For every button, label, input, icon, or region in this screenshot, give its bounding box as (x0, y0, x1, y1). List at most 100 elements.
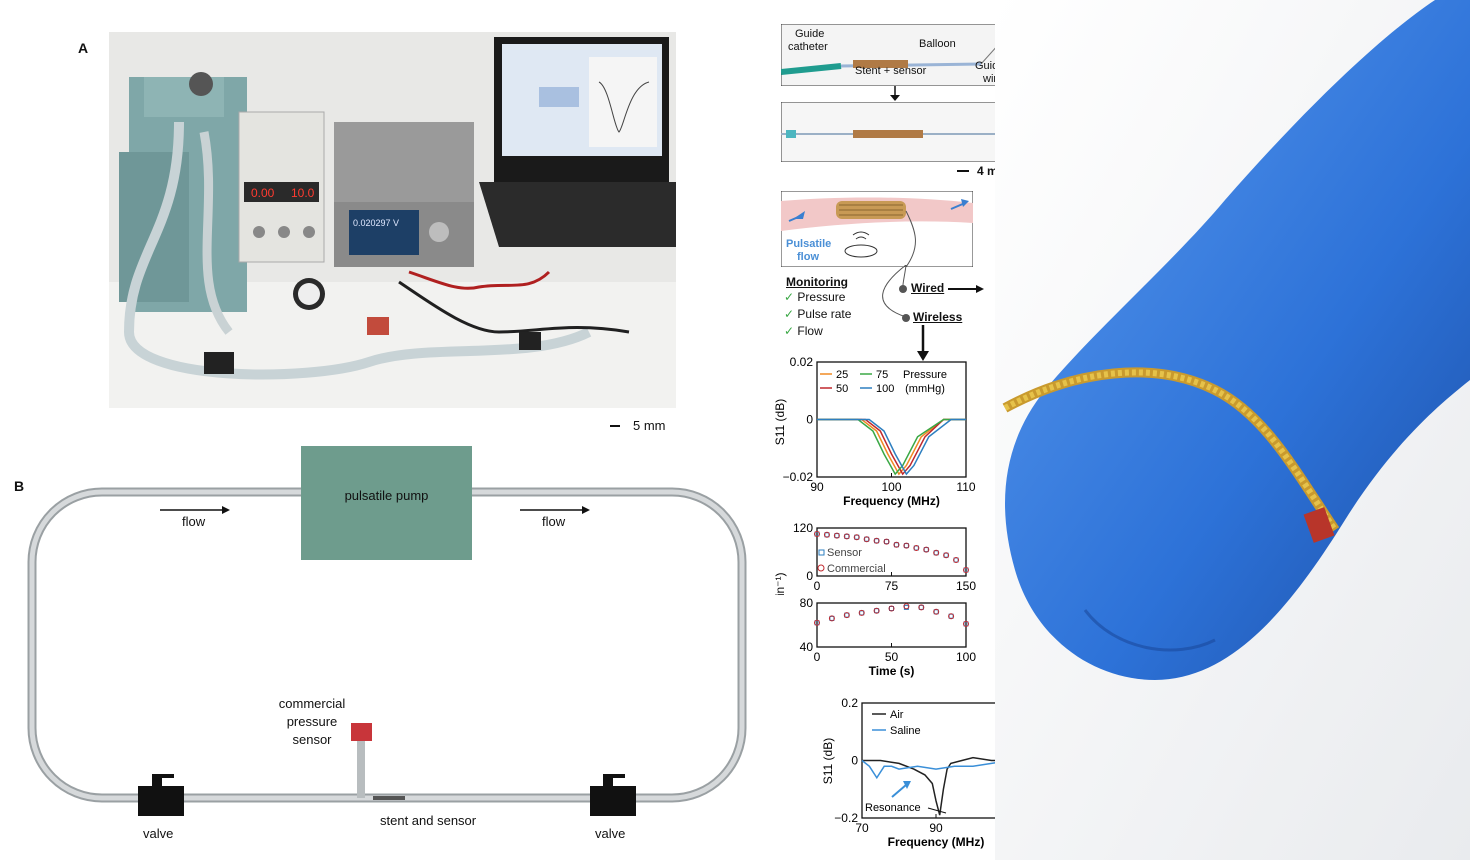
scale-bar-line (610, 425, 620, 427)
x-axis-label: Frequency (MHz) (843, 494, 940, 508)
data-point (814, 619, 820, 626)
data-point (933, 608, 940, 615)
check-icon: ✓ (784, 290, 795, 304)
data-point (883, 538, 890, 545)
series-line (817, 418, 966, 476)
stent-marker (373, 796, 405, 800)
y-axis-label: S11 (dB) (773, 399, 787, 445)
panel-a-photo: 0.00 10.0 0.020297 V (109, 32, 676, 408)
legend-swatch (817, 564, 825, 572)
vessel-schematic (781, 191, 973, 267)
catheter-arrow (890, 86, 900, 101)
wireless-label: Wireless (913, 310, 963, 324)
stent-sensor-photo-label: Stent + sensor (855, 65, 927, 77)
valve-left-icon (138, 774, 184, 816)
data-point (858, 609, 865, 616)
x-tick-label: 50 (885, 650, 899, 664)
series-line (862, 756, 1010, 816)
monitoring-item-label: Pulse rate (797, 307, 852, 321)
guide-catheter-label-1: Guide (795, 28, 825, 40)
generator-display: 0.020297 V (353, 218, 399, 228)
x-tick-label: 110 (956, 480, 975, 494)
sensor-label-line-3: sensor (292, 732, 332, 747)
legend-label: Air (890, 709, 904, 721)
laptop-photo (479, 37, 676, 247)
data-point (963, 620, 969, 627)
y-tick-label: 0.2 (841, 696, 858, 710)
flow-loop-diagram (27, 446, 747, 816)
y-tick-label: 120 (793, 521, 813, 535)
monitoring-title: Monitoring (786, 275, 848, 289)
catheter-photo-top (781, 24, 1008, 86)
sensor-label-line-2: pressure (286, 714, 338, 729)
monitoring-item-pulse-rate: ✓ Pulse rate (784, 307, 851, 321)
valve-right-label: valve (595, 826, 626, 841)
x-tick-label: 70 (855, 821, 869, 835)
sensor-stalk (357, 736, 365, 798)
check-icon: ✓ (784, 307, 795, 321)
legend-label: 25 (836, 369, 848, 381)
legend-label: 50 (836, 383, 848, 395)
psu-display-right: 10.0 (291, 186, 315, 200)
data-point (863, 536, 870, 543)
x-tick-label: 100 (956, 650, 976, 664)
y-tick-label: 80 (800, 596, 814, 610)
data-point (963, 567, 969, 573)
flow-label-right: flow (542, 514, 566, 529)
legend-title: Pressure (903, 369, 947, 381)
check-icon: ✓ (784, 324, 795, 338)
y-tick-label: −0.02 (783, 470, 814, 484)
data-point (933, 549, 940, 556)
data-point (893, 541, 900, 548)
data-point (843, 612, 850, 619)
panel-a-scale-bar: 5 mm (610, 418, 670, 433)
y-tick-label: 40 (800, 640, 814, 654)
x-tick-label: 75 (885, 579, 899, 593)
x-tick-label: 100 (881, 480, 901, 494)
pulsatile-label-1: Pulsatile (786, 238, 832, 250)
series-line (861, 759, 1011, 780)
panel-b-letter: B (14, 478, 25, 494)
x-tick-label: 90 (810, 480, 824, 494)
stent-sensor-label: stent and sensor (380, 813, 477, 828)
x-axis-label: Frequency (MHz) (888, 835, 985, 849)
legend-label: 100 (876, 383, 894, 395)
monitoring-item-label: Flow (797, 324, 823, 338)
monitoring-item-label: Pressure (797, 290, 846, 304)
sensor-head (351, 723, 372, 741)
data-point (948, 613, 955, 620)
guide-catheter-label-2: catheter (788, 41, 828, 53)
series-line (817, 418, 966, 476)
balloon-label: Balloon (919, 38, 956, 50)
chart-pulse-rate-long: 0751501200Pulse rate (min⁻¹)SensorCommer… (773, 521, 976, 595)
legend-label: Sensor (827, 547, 862, 559)
catheter-photo-bottom (781, 102, 1008, 162)
data-point (888, 605, 895, 612)
data-point (903, 542, 910, 549)
annotation-arrow-head (903, 781, 911, 789)
legend-title: (mmHg) (905, 383, 945, 395)
legend-label: Commercial (827, 563, 886, 575)
y-axis-label: S11 (dB) (821, 738, 835, 784)
data-point (903, 603, 910, 610)
valve-left-label: valve (143, 826, 174, 841)
legend-label: Saline (890, 725, 921, 737)
y-tick-label: −0.2 (834, 811, 858, 825)
x-tick-label: 0 (814, 579, 821, 593)
data-point (943, 552, 950, 559)
y-tick-label: 0 (851, 754, 858, 768)
data-point (913, 545, 920, 551)
monitoring-item-flow: ✓ Flow (784, 324, 823, 338)
wired-label: Wired (911, 281, 945, 295)
sensor-label-line-1: commercial (278, 696, 346, 711)
y-tick-label: 0.02 (790, 355, 814, 369)
data-point (823, 531, 830, 538)
annotation-arrow (927, 807, 947, 814)
catheter-scale-line (957, 170, 969, 172)
plot-frame (816, 602, 967, 648)
pump-label: pulsatile pump (344, 488, 429, 503)
valve-right-icon (590, 774, 636, 816)
data-point (853, 534, 860, 541)
legend-label: 75 (876, 369, 888, 381)
